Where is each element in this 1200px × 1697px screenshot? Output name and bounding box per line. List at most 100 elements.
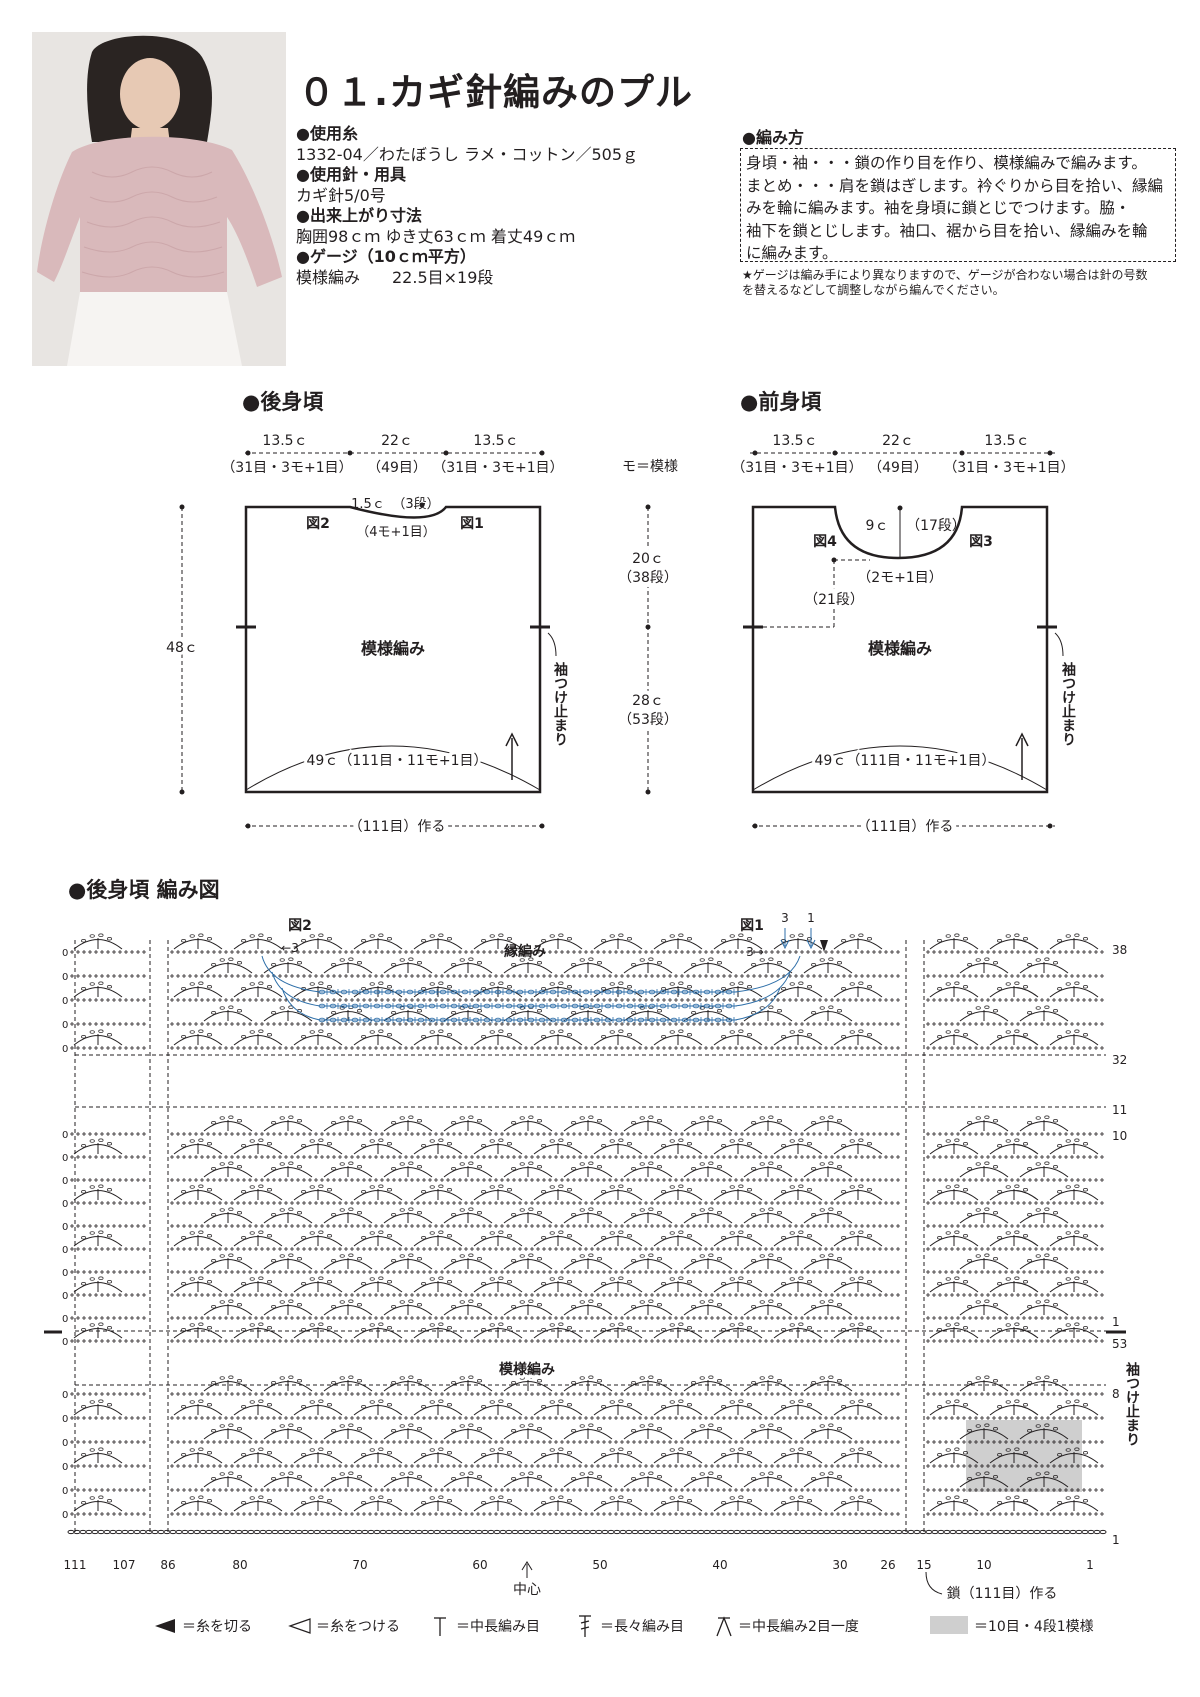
chain-stitch: [738, 1495, 744, 1499]
edging-stitch: [401, 1003, 407, 1009]
sc-row: [170, 974, 900, 978]
chain-stitch: [639, 1424, 645, 1428]
edging-stitch: [445, 1003, 451, 1009]
chain-stitch: [1074, 981, 1080, 985]
chain-stitch: [596, 1257, 603, 1261]
chain-stitch: [519, 1424, 525, 1428]
chain-stitch: [511, 1011, 517, 1015]
chain-stitch: [1027, 1305, 1033, 1309]
chain-stitch: [549, 1231, 555, 1235]
back-body-outline: [244, 505, 542, 794]
chain-stitch: [249, 1231, 255, 1235]
chain-stitch: [301, 1190, 307, 1194]
chain-stitch: [1022, 1326, 1029, 1330]
back-count-center: （49目）: [367, 460, 427, 476]
chain-stitch: [181, 1144, 187, 1148]
chain-stitch: [408, 1161, 414, 1165]
chain-stitch: [1052, 1165, 1059, 1169]
chain-stitch: [1065, 934, 1071, 938]
chain-stitch: [937, 1035, 943, 1039]
edging-stitch: [643, 1003, 649, 1009]
chain-stitch: [849, 1030, 855, 1034]
chain-stitch: [331, 1213, 337, 1217]
chain-stitch: [819, 958, 825, 962]
edging-stitch: [357, 1017, 363, 1023]
chain-stitch: [828, 1115, 834, 1119]
chain-stitch: [678, 1447, 684, 1451]
edging-stitch: [412, 1017, 418, 1023]
chain-stitch: [106, 985, 113, 989]
chain-stitch: [631, 963, 637, 967]
front-pattern-label: 模様編み: [868, 639, 932, 658]
chain-stitch: [408, 1375, 414, 1379]
chain-stitch: [992, 1009, 999, 1013]
front-neck-depth: 9ｃ: [866, 518, 889, 534]
chain-stitch: [768, 1161, 774, 1165]
chain-stitch: [446, 937, 453, 941]
chain-stitch: [1052, 1475, 1059, 1479]
stitch-number: 1: [1086, 1558, 1094, 1572]
chain-stitch: [945, 1323, 951, 1327]
chain-stitch: [489, 982, 495, 986]
model-illustration: [32, 32, 286, 366]
chain-stitch: [648, 1207, 654, 1211]
chain-stitch: [476, 1475, 483, 1479]
chain-stitch: [468, 1471, 474, 1475]
chain-stitch: [236, 1211, 243, 1215]
chain-stitch: [219, 1472, 225, 1476]
chain-stitch: [699, 1208, 705, 1212]
chain-stitch: [459, 1162, 465, 1166]
edging-stitch: [412, 989, 418, 995]
chain-stitch: [1082, 1326, 1089, 1330]
chain-stitch: [609, 1400, 615, 1404]
edging-stitch: [522, 1017, 528, 1023]
chain-stitch: [549, 934, 555, 938]
chain-stitch: [962, 1451, 969, 1455]
chain-stitch: [759, 1472, 765, 1476]
chain-stitch: [519, 1300, 525, 1304]
chain-stitch: [866, 1234, 873, 1238]
chain-stitch: [945, 1030, 951, 1034]
edging-stitch: [346, 1017, 352, 1023]
chain-stitch: [519, 1376, 525, 1380]
chain-stitch: [241, 1236, 247, 1240]
chain-stitch: [751, 1213, 757, 1217]
chain-stitch: [962, 1326, 969, 1330]
chain-stitch: [429, 1030, 435, 1034]
chain-stitch: [661, 1236, 667, 1240]
edging-stitch: [654, 1017, 660, 1023]
chain-stitch: [656, 1427, 663, 1431]
method-line: みを輪に編みます。袖を身頃に鎖とじでつけます。脇・: [746, 199, 1131, 217]
edge-mark: 0: [62, 1222, 68, 1233]
chain-stitch: [476, 1303, 483, 1307]
chain-stitch: [89, 1231, 95, 1235]
sc-row: [70, 1512, 146, 1516]
chain-stitch: [318, 981, 324, 985]
chain-stitch: [626, 1234, 633, 1238]
arch-row: [929, 1281, 1099, 1293]
chain-stitch: [729, 1185, 735, 1189]
back-fig-left: 図2: [306, 516, 330, 532]
chain-stitch: [198, 981, 204, 985]
chain-stitch: [399, 1116, 405, 1120]
chain-stitch: [984, 1471, 990, 1475]
chain-stitch: [639, 1472, 645, 1476]
chain-stitch: [571, 963, 577, 967]
chain-stitch: [618, 1138, 624, 1142]
edging-stitch: [720, 989, 726, 995]
chain-stitch: [836, 1211, 843, 1215]
chain-stitch: [669, 1496, 675, 1500]
chain-stitch: [181, 1190, 187, 1194]
chain-stitch: [626, 1499, 633, 1503]
chain-stitch: [279, 1424, 285, 1428]
chain-stitch: [241, 1035, 247, 1039]
chain-stitch: [549, 1496, 555, 1500]
chain-stitch: [309, 1277, 315, 1281]
chain-stitch: [746, 1499, 753, 1503]
edging-stitch: [643, 1017, 649, 1023]
chain-stitch: [746, 1403, 753, 1407]
chain-stitch: [751, 1305, 757, 1309]
edging-stitch: [687, 1017, 693, 1023]
chain-stitch: [241, 987, 247, 991]
stitch-number: 26: [880, 1558, 895, 1572]
